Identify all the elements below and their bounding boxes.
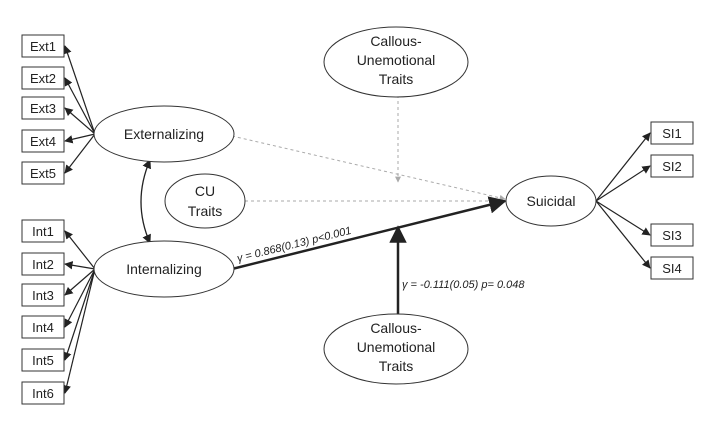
int-indicator-box [21, 315, 65, 339]
cu-top-node [323, 26, 469, 98]
int-indicator-box-label: Int5 [32, 353, 54, 368]
cu-bottom-label-line2: Unemotional [357, 339, 436, 355]
path-externalizing-suicidal [231, 135, 506, 201]
si-indicator-box-label: SI3 [662, 228, 682, 243]
int-indicator-box [21, 348, 65, 372]
int-indicator-box [21, 252, 65, 276]
ext-indicator-box [21, 161, 65, 185]
ext-indicator-box-label: Ext4 [30, 134, 56, 149]
ext-indicator-box [21, 66, 65, 90]
ext-indicator-loading-arrow [64, 133, 96, 144]
ext-indicator-box [21, 96, 65, 120]
int-indicator-box-label: Int3 [32, 288, 54, 303]
int-indicator-loading-arrow [64, 261, 96, 270]
si-indicator-box [650, 256, 694, 280]
cu-traits-label-line1: CU [195, 183, 215, 199]
externalizing-node [93, 105, 235, 163]
coef-internalizing-suicidal: γ = 0.868(0.13) p<0.001 [236, 225, 353, 265]
ext-indicator-box [21, 34, 65, 58]
ext-indicator-box-label: Ext5 [30, 166, 56, 181]
ext-indicator-loading-arrow [64, 107, 96, 135]
ext-indicator-loading-arrow [64, 133, 96, 174]
cu-bottom-label-line1: Callous- [370, 320, 422, 336]
int-indicator-loading-arrow [64, 230, 96, 270]
cu-bottom-node [323, 313, 469, 385]
si-indicator-loading-arrow [595, 132, 651, 202]
suicidal-node [505, 175, 597, 227]
int-indicator-loading-arrow [62, 268, 96, 394]
int-indicator-box [21, 219, 65, 243]
suicidal-label: Suicidal [526, 193, 575, 209]
coef-moderation: γ = -0.111(0.05) p= 0.048 [402, 279, 525, 291]
int-indicator-box-label: Int4 [32, 320, 54, 335]
ext-indicator-box-label: Ext1 [30, 39, 56, 54]
si-indicator-box [650, 154, 694, 178]
si-indicator-box [650, 223, 694, 247]
si-indicator-loading-arrow [595, 200, 651, 236]
si-indicator-box-label: SI4 [662, 261, 682, 276]
si-indicator-box-label: SI2 [662, 159, 682, 174]
cu-traits-label-line2: Traits [188, 203, 222, 219]
int-indicator-box-label: Int2 [32, 257, 54, 272]
cu-top-label-line1: Callous- [370, 33, 422, 49]
int-indicator-box [21, 283, 65, 307]
si-indicator-loading-arrow [595, 200, 651, 269]
si-indicator-box-label: SI1 [662, 126, 682, 141]
ext-indicator-box-label: Ext3 [30, 101, 56, 116]
cu-bottom-label-line3: Traits [379, 358, 413, 374]
cu-top-label-line2: Unemotional [357, 52, 436, 68]
int-indicator-loading-arrow [64, 268, 96, 296]
internalizing-node [93, 240, 235, 298]
int-indicator-loading-arrow [63, 268, 96, 361]
correlation-arrow [140, 159, 151, 244]
si-indicator-loading-arrow [595, 165, 651, 202]
ext-indicator-loading-arrow [63, 45, 96, 135]
ext-indicator-box [21, 129, 65, 153]
ext-indicator-box-label: Ext2 [30, 71, 56, 86]
cu-traits-node [164, 173, 246, 229]
internalizing-label: Internalizing [126, 261, 202, 277]
ext-indicator-loading-arrow [64, 77, 96, 135]
int-indicator-loading-arrow [64, 268, 96, 328]
int-indicator-box-label: Int1 [32, 224, 54, 239]
cu-top-label-line3: Traits [379, 71, 413, 87]
int-indicator-box [21, 381, 65, 405]
externalizing-label: Externalizing [124, 126, 204, 142]
si-indicator-box [650, 121, 694, 145]
path-internalizing-suicidal [231, 196, 507, 271]
int-indicator-box-label: Int6 [32, 386, 54, 401]
